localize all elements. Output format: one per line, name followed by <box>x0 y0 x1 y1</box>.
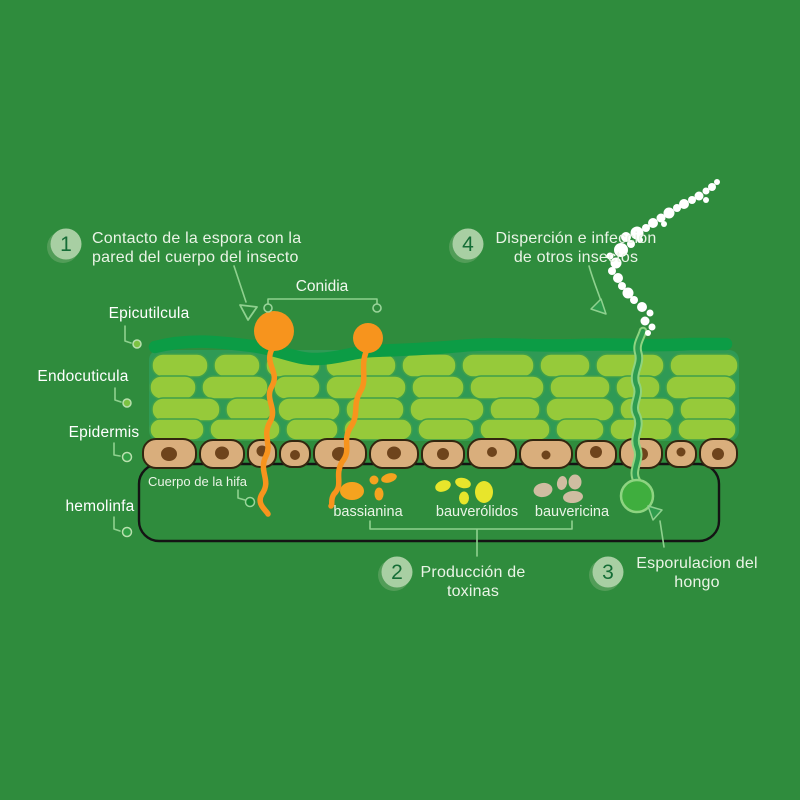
leader-epicuticula <box>124 325 132 344</box>
step-4-line1: Disperción e infeccion <box>496 230 657 247</box>
label-epicuticula: Epicutilcula <box>109 305 190 322</box>
step-3-badge <box>592 556 624 588</box>
step-4-line2: de otros insectos <box>514 249 638 266</box>
step-3-arrowhead-icon <box>647 505 663 521</box>
step-4: 4 Disperción e infeccion de otros insect… <box>449 228 657 315</box>
step-4-number: 4 <box>462 233 474 256</box>
dot-cuerpo-hifa <box>244 496 256 508</box>
label-conidia: Conidia <box>296 278 349 295</box>
step-3-line2: hongo <box>674 574 720 591</box>
epicuticle-band <box>148 335 733 366</box>
step-4-badge <box>452 228 484 260</box>
toxin-blobs-bassianina <box>340 473 397 501</box>
label-hemolinfa: hemolinfa <box>65 498 134 515</box>
step-1-arrowhead-icon <box>239 304 258 321</box>
step-1-number: 1 <box>60 233 72 256</box>
step-3-line1: Esporulacion del <box>636 555 758 572</box>
toxin-label-bauverolidos: bauverólidos <box>436 504 518 520</box>
dot-epicuticula <box>132 339 142 349</box>
dot-epidermis <box>121 451 133 463</box>
hypha-1 <box>257 346 277 517</box>
step-3: 3 Esporulacion del hongo <box>589 505 758 591</box>
leader-epidermis <box>113 442 121 457</box>
step-1-line2: pared del cuerpo del insecto <box>92 249 299 266</box>
toxin-blobs-bauverolidos <box>435 477 493 505</box>
conidia-annotation: Conidia <box>263 278 382 313</box>
step-2-line1: Producción de <box>421 564 526 581</box>
leader-hemolinfa <box>113 516 121 532</box>
step-4-arrowhead-icon <box>590 298 607 315</box>
leader-cuerpo-hifa <box>237 489 246 501</box>
dot-hemolinfa <box>121 526 133 538</box>
step-2-badge <box>381 556 413 588</box>
step-3-leader <box>659 520 665 548</box>
step-3-number: 3 <box>602 561 614 584</box>
toxin-bracket <box>369 520 573 557</box>
hypha-2 <box>328 349 369 509</box>
conidium-1 <box>254 311 294 351</box>
label-cuerpo-hifa: Cuerpo de la hifa <box>148 474 248 489</box>
conidia-dot-left <box>263 303 273 313</box>
endocuticle-blocks <box>149 353 739 441</box>
step-2: 2 Producción de toxinas <box>378 556 526 600</box>
toxin-label-bauvericina: bauvericina <box>535 504 610 520</box>
step-1: 1 Contacto de la espora con la pared del… <box>47 228 301 321</box>
sporulation-body <box>619 478 655 514</box>
conidia-bracket <box>267 298 378 305</box>
step-1-line1: Contacto de la espora con la <box>92 230 301 247</box>
toxin-label-bassianina: bassianina <box>333 504 403 520</box>
hypha-body-annotation: Cuerpo de la hifa <box>148 474 256 508</box>
conidia-dot-right <box>372 303 382 313</box>
label-epidermis: Epidermis <box>69 424 140 441</box>
dot-endocuticula <box>122 398 132 408</box>
step-2-number: 2 <box>391 561 403 584</box>
conidium-2 <box>353 323 383 353</box>
step-1-leader <box>233 265 247 303</box>
sporulation-hypha <box>630 326 648 486</box>
layer-labels: Epicutilcula Endocuticula Epidermis hemo… <box>37 305 190 538</box>
label-endocuticula: Endocuticula <box>37 368 128 385</box>
step-2-line2: toxinas <box>447 583 499 600</box>
epidermis-nuclei <box>161 445 724 461</box>
step-4-leader <box>588 265 602 302</box>
spore-cluster <box>606 179 720 336</box>
toxin-blobs-bauvericina <box>533 474 583 504</box>
step-1-badge <box>50 228 82 260</box>
leader-endocuticula <box>114 387 122 403</box>
